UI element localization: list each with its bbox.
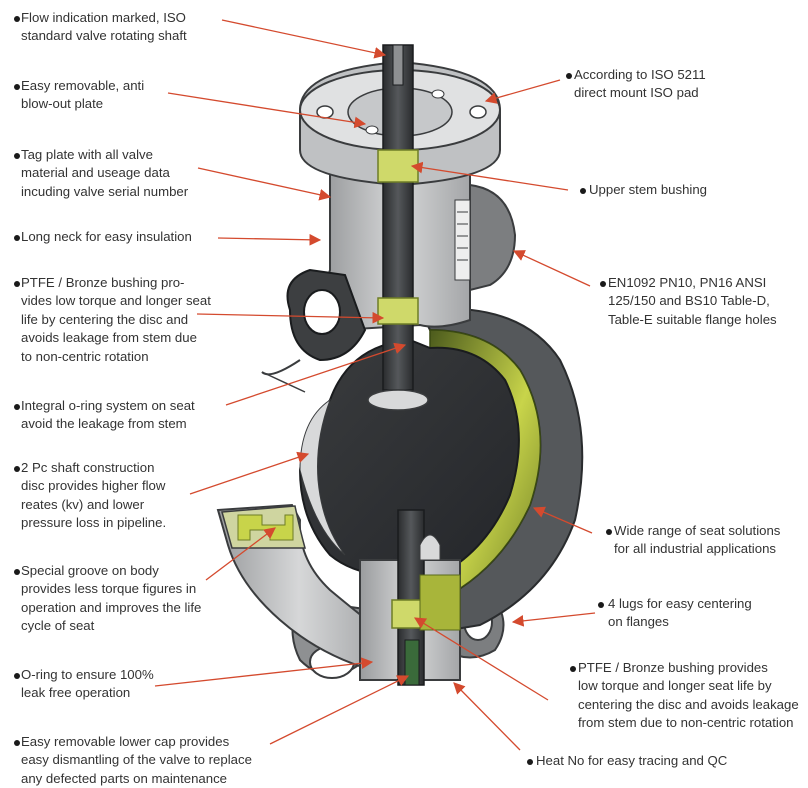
- callout-bullet: [14, 235, 20, 241]
- callout-bullet: [566, 73, 572, 79]
- callout-seat-solutions: Wide range of seat solutions for all ind…: [614, 523, 781, 557]
- callout-arrows-right: [410, 79, 596, 751]
- callout-bullet: [14, 569, 20, 575]
- callout-bullet: [14, 404, 20, 410]
- callout-bullet: [527, 759, 533, 765]
- callout-o-ring-seat: Integral o-ring system on seat avoid the…: [21, 398, 195, 432]
- callout-flange-holes: EN1092 PN10, PN16 ANSI 125/150 and BS10 …: [608, 275, 777, 327]
- callout-bullet: [14, 281, 20, 287]
- upper-stem: [367, 44, 429, 411]
- callout-ptfe-lower: PTFE / Bronze bushing provides low torqu…: [578, 660, 799, 731]
- lower-stem: [359, 509, 461, 686]
- callout-iso-5211: According to ISO 5211 direct mount ISO p…: [574, 67, 706, 101]
- callout-flow-indication: Flow indication marked, ISO standard val…: [21, 10, 187, 44]
- callout-heat-no: Heat No for easy tracing and QC: [536, 753, 728, 768]
- callout-special-groove: Special groove on body provides less tor…: [21, 563, 202, 634]
- callout-bullet: [600, 281, 606, 287]
- callout-bullet: [14, 84, 20, 90]
- callout-four-lugs: 4 lugs for easy centering on flanges: [608, 596, 752, 630]
- callout-lower-cap: Easy removable lower cap provides easy d…: [21, 734, 252, 786]
- callout-tag-plate: Tag plate with all valve material and us…: [21, 147, 189, 199]
- callout-ptfe-upper: PTFE / Bronze bushing pro- vides low tor…: [21, 275, 211, 364]
- callout-upper-stem-bushing: Upper stem bushing: [589, 182, 708, 197]
- callout-long-neck: Long neck for easy insulation: [21, 229, 192, 244]
- ptfe-upper-bushing: [377, 297, 419, 325]
- callout-bullet: [14, 466, 20, 472]
- callout-bullet: [606, 529, 612, 535]
- callout-o-ring-leak: O-ring to ensure 100% leak free operatio…: [21, 667, 154, 701]
- valve-disc: [298, 338, 520, 582]
- callout-bullet: [14, 153, 20, 159]
- callout-bullet: [580, 188, 586, 194]
- upper-left-lug: [261, 268, 367, 393]
- callout-bullet: [14, 673, 20, 679]
- callout-bullet: [570, 666, 576, 672]
- callout-bullet: [14, 16, 20, 22]
- callout-arrows-left: [154, 19, 410, 745]
- callout-two-pc-shaft: 2 Pc shaft construction disc provides hi…: [21, 460, 167, 531]
- callout-bullet: [598, 602, 604, 608]
- callout-anti-blowout: Easy removable, anti blow-out plate: [21, 78, 145, 112]
- callout-bullet: [14, 740, 20, 746]
